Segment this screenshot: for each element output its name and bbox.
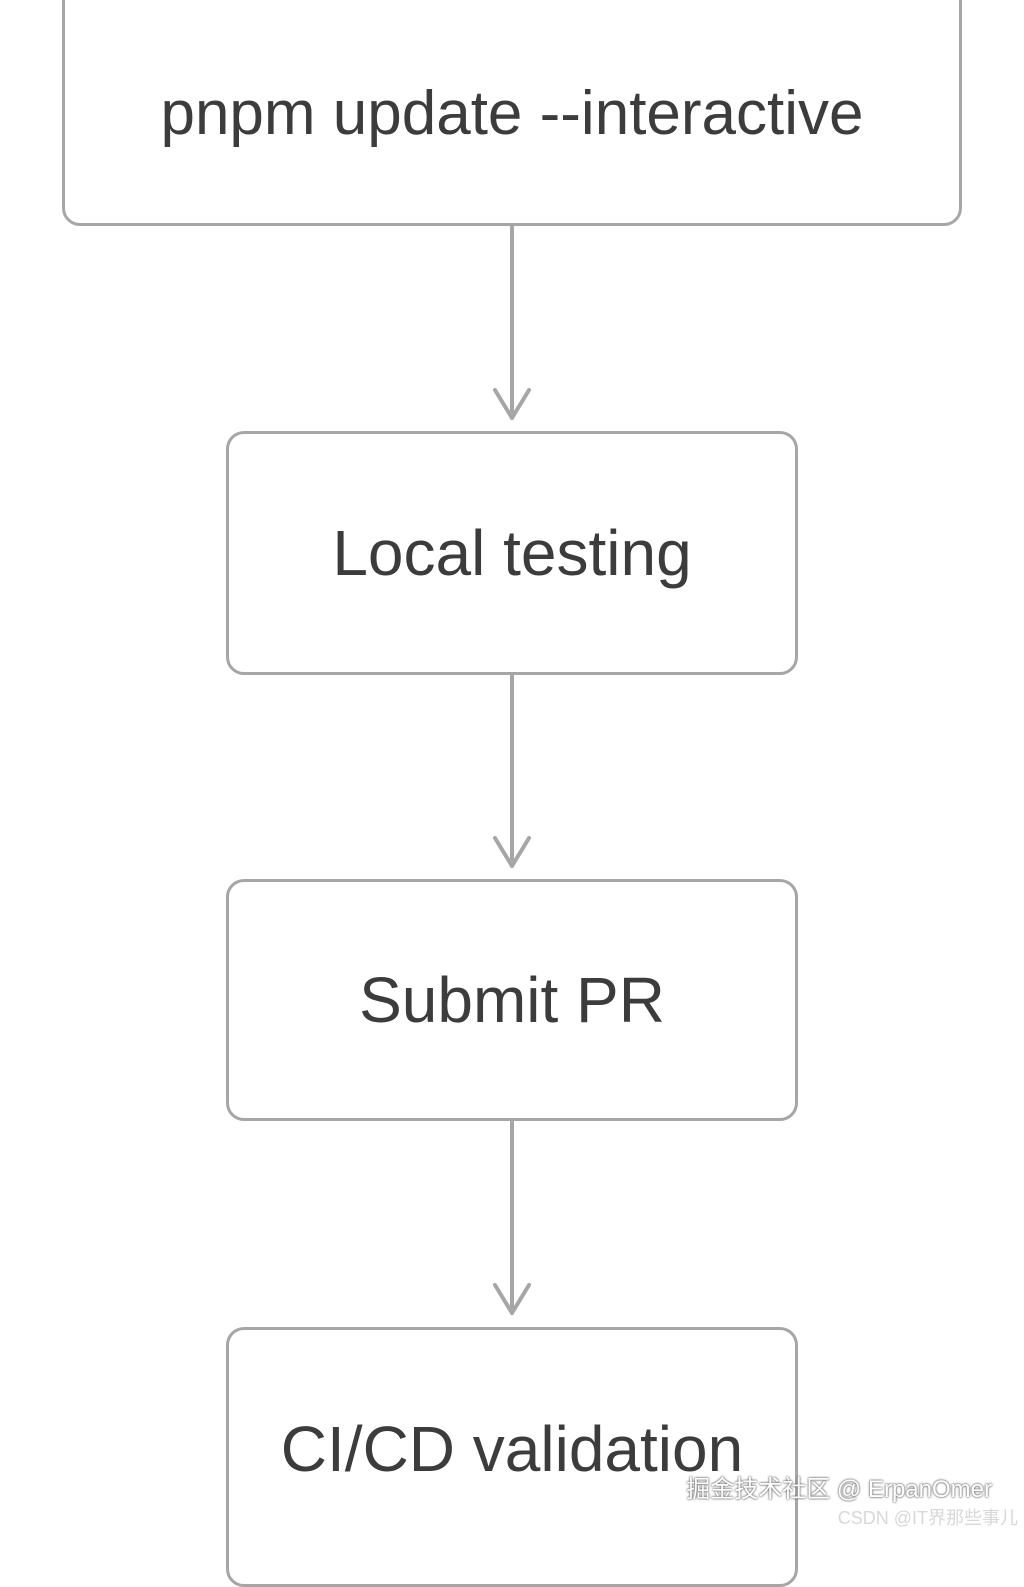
- watermark-juejin: 掘金技术社区 @ ErpanOmer: [686, 1476, 992, 1503]
- step-box-ci-cd-validation: CI/CD validation: [226, 1327, 798, 1587]
- watermark-csdn: CSDN @IT界那些事儿: [837, 1508, 1018, 1528]
- step-label: CI/CD validation: [280, 1413, 744, 1485]
- step-box-pnpm-update: pnpm update --interactive: [62, 0, 962, 226]
- flow-connectors: [493, 224, 531, 1315]
- step-box-submit-pr: Submit PR: [226, 879, 798, 1121]
- step-label: pnpm update --interactive: [160, 78, 864, 148]
- arrow-1-to-2: [493, 224, 531, 420]
- step-box-local-testing: Local testing: [226, 431, 798, 675]
- arrow-2-to-3: [493, 673, 531, 868]
- step-label: Submit PR: [359, 964, 665, 1036]
- step-label: Local testing: [332, 517, 692, 589]
- arrow-3-to-4: [493, 1119, 531, 1315]
